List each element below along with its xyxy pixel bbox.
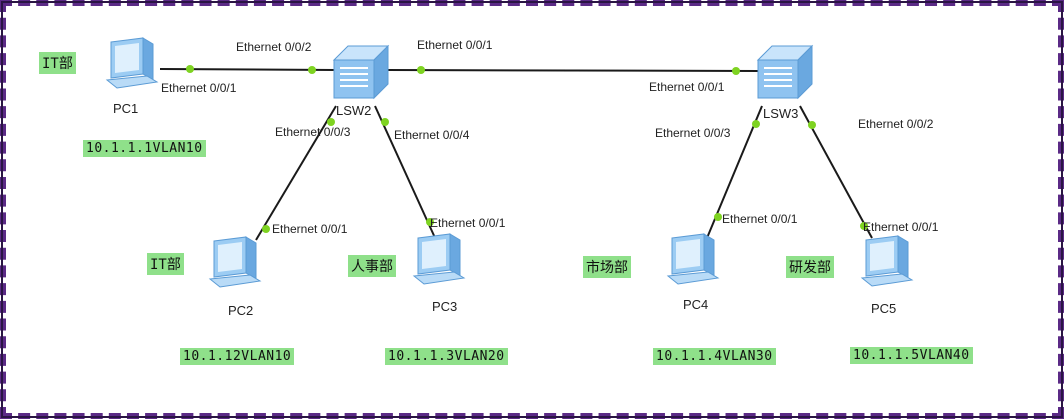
pc2-name: PC2 xyxy=(228,303,254,318)
pc3-name: PC3 xyxy=(432,299,458,314)
port-dot xyxy=(714,213,722,221)
lsw2-switch-icon[interactable] xyxy=(330,42,392,102)
dept-label: 市场部 xyxy=(583,256,631,278)
port-label: Ethernet 0/0/1 xyxy=(649,80,725,94)
link-lsw2-pc2 xyxy=(255,105,337,241)
pc1-name: PC1 xyxy=(113,101,139,116)
pc5-computer-icon[interactable] xyxy=(858,234,916,292)
ip-vlan-label: 10.1.1.1VLAN10 xyxy=(83,140,206,157)
port-label: Ethernet 0/0/1 xyxy=(272,222,348,236)
dept-label: IT部 xyxy=(147,253,184,275)
port-dot xyxy=(732,67,740,75)
ip-vlan-label: 10.1.1.5VLAN40 xyxy=(850,347,973,364)
ip-vlan-label: 10.1.1.3VLAN20 xyxy=(385,348,508,365)
pc3-computer-icon[interactable] xyxy=(410,232,468,290)
pc4-computer-icon[interactable] xyxy=(664,232,722,290)
port-label: Ethernet 0/0/3 xyxy=(275,125,351,139)
lsw3-switch-icon[interactable] xyxy=(754,42,816,102)
link-lsw2-pc3 xyxy=(374,105,437,241)
port-dot xyxy=(308,66,316,74)
dept-label: 人事部 xyxy=(348,255,396,277)
port-label: Ethernet 0/0/2 xyxy=(236,40,312,54)
port-dot xyxy=(381,118,389,126)
port-label: Ethernet 0/0/1 xyxy=(417,38,493,52)
port-dot xyxy=(860,222,868,230)
port-label: Ethernet 0/0/4 xyxy=(394,128,470,142)
dept-label: IT部 xyxy=(39,52,76,74)
link-lsw2-lsw3 xyxy=(387,69,759,72)
port-label: Ethernet 0/0/3 xyxy=(655,126,731,140)
dept-label: 研发部 xyxy=(786,256,834,278)
port-dot xyxy=(417,66,425,74)
port-dot xyxy=(426,218,434,226)
ip-vlan-label: 10.1.1.4VLAN30 xyxy=(653,348,776,365)
lsw3-name: LSW3 xyxy=(763,106,799,121)
port-label: Ethernet 0/0/1 xyxy=(863,220,939,234)
port-dot xyxy=(186,65,194,73)
pc4-name: PC4 xyxy=(683,297,709,312)
ip-vlan-label: 10.1.12VLAN10 xyxy=(180,348,295,365)
lsw2-name: LSW2 xyxy=(336,103,372,118)
port-dot xyxy=(752,120,760,128)
port-dot xyxy=(808,121,816,129)
port-dot xyxy=(327,118,335,126)
port-label: Ethernet 0/0/1 xyxy=(161,81,237,95)
pc5-name: PC5 xyxy=(871,301,897,316)
port-label: Ethernet 0/0/1 xyxy=(430,216,506,230)
port-label: Ethernet 0/0/1 xyxy=(722,212,798,226)
pc2-computer-icon[interactable] xyxy=(206,235,264,293)
port-dot xyxy=(262,225,270,233)
pc1-computer-icon[interactable] xyxy=(103,36,161,94)
port-label: Ethernet 0/0/2 xyxy=(858,117,934,131)
